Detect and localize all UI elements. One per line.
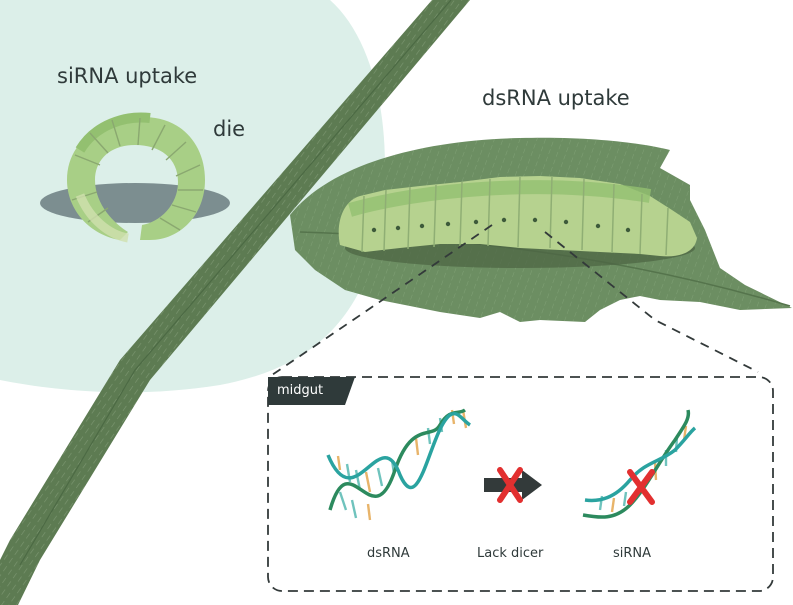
dsrna-uptake-label: dsRNA uptake [482,86,630,110]
lack-dicer-label: Lack dicer [477,546,544,561]
plant-stem [0,0,470,605]
blocked-arrow-icon [484,467,542,503]
die-label: die [213,117,246,141]
midgut-tab [268,377,355,405]
zoom-line-left [271,224,493,376]
dsrna-larva [338,175,697,257]
sirna-label: siRNA [613,546,652,561]
sirna-uptake-label: siRNA uptake [57,64,198,88]
dsrna-helix [326,408,472,521]
dsrna-label: dsRNA [367,546,410,561]
blocked-sirna-icon [627,469,655,505]
curled-larva [67,112,205,243]
midgut-tab-label: midgut [277,383,324,398]
